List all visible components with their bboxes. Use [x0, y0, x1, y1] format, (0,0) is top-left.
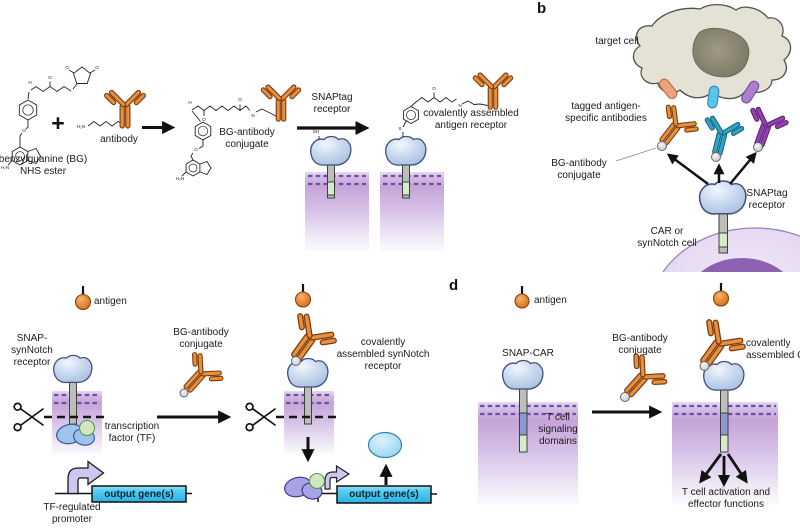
svg-text:H: H: [28, 80, 31, 85]
promoter-bent-arrow: [67, 460, 105, 495]
promoter-construct-left: [55, 460, 192, 503]
car-synnotch-cell: [662, 227, 800, 272]
reaction-arrows: [142, 120, 757, 488]
svg-text:H₂N: H₂N: [77, 124, 85, 129]
antibody: [103, 88, 147, 129]
panel-label-b: b: [537, 0, 547, 17]
svg-text:O: O: [432, 86, 436, 91]
panel-label-d: d: [449, 277, 459, 294]
output-gene-label-right: output gene(s): [349, 489, 419, 500]
chemical-structure-conjugate: [181, 104, 278, 177]
svg-text:O: O: [48, 75, 52, 80]
membrane-panel-d-left: [478, 402, 578, 505]
scissors-icon: [13, 402, 44, 432]
cell-nucleus: [701, 258, 783, 272]
promoter-bent-arrow-small: [324, 464, 351, 490]
svg-text:SH: SH: [313, 129, 319, 134]
chemical-structure-bg-nhs-ester: [7, 66, 96, 166]
svg-text:O: O: [194, 147, 198, 152]
output-gene-box-right: [336, 485, 432, 504]
svg-text:O: O: [202, 117, 206, 122]
svg-text:H: H: [188, 100, 191, 105]
antibody-teal: [696, 112, 747, 161]
antibody-bg-conjugate-d: [610, 348, 673, 410]
activated-gene-right: [284, 464, 437, 504]
tf-green-domain: [308, 472, 326, 490]
antibody-assembled: [471, 70, 515, 110]
target-cell-nucleus: [692, 27, 750, 78]
svg-text:O: O: [22, 128, 26, 133]
antigens: [74, 283, 730, 311]
antibody-orange: [646, 99, 704, 156]
bg-linker-balls: [179, 141, 763, 402]
antibody-bg-conjugate-c: [170, 347, 229, 405]
output-gene-label-left: output gene(s): [104, 488, 174, 500]
svg-text:H₂N: H₂N: [1, 165, 9, 170]
tf-green-domain: [78, 419, 96, 437]
leader-line: [615, 147, 657, 162]
membrane-panel-a-right: [380, 172, 444, 251]
output-protein-blob: [367, 431, 403, 459]
svg-text:N: N: [458, 103, 461, 108]
target-cell: [632, 3, 792, 100]
svg-text:O: O: [238, 97, 242, 102]
output-gene-box-left: [91, 485, 187, 503]
plus-sign: +: [51, 110, 65, 136]
scissors-icon: [245, 402, 276, 432]
chemical-chain-h2n-antibody: [87, 120, 122, 127]
svg-text:N: N: [251, 113, 254, 118]
atom-labels: O O O H O H₂N H₂N H O O N O H₂N SH S O N: [1, 65, 462, 181]
antigen-capsules: [659, 78, 760, 109]
antibody-conjugate: [259, 82, 303, 122]
chemical-structure-assembled: [402, 92, 488, 137]
antibody-purple: [738, 102, 792, 154]
membrane-panel-a-left: [305, 172, 369, 251]
svg-text:O: O: [65, 65, 69, 70]
tf-complex-left: [56, 419, 96, 446]
svg-text:H₂N: H₂N: [176, 176, 184, 181]
svg-text:S: S: [398, 126, 401, 131]
svg-text:O: O: [95, 65, 99, 70]
